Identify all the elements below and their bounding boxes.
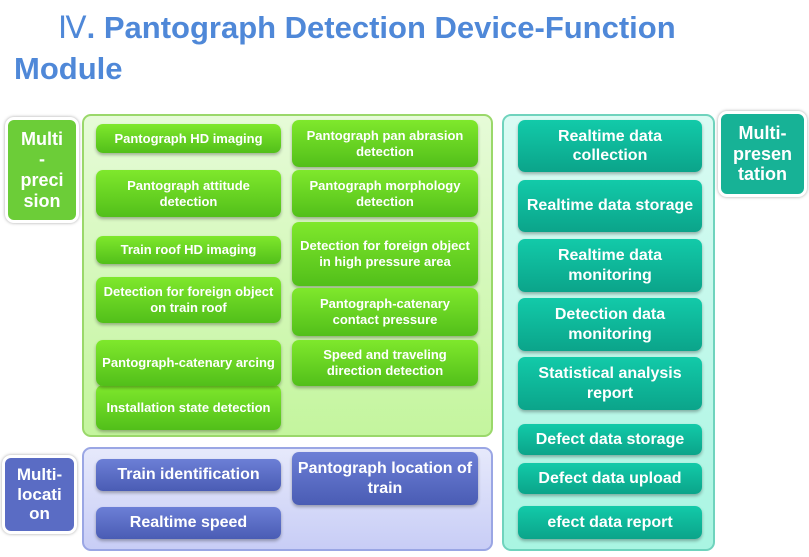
multi-precision-label: Multi - preci sion (5, 117, 79, 223)
title-line2: Module (14, 51, 123, 86)
function-box: Detection for foreign object on train ro… (96, 277, 281, 323)
function-box: Realtime data monitoring (518, 239, 702, 292)
function-box: Defect data upload (518, 463, 702, 494)
function-box: Speed and traveling direction detection (292, 340, 478, 386)
function-box: Detection for foreign object in high pre… (292, 222, 478, 286)
page-title: Ⅳ. Pantograph Detection Device-Function (58, 10, 676, 46)
function-box: Pantograph HD imaging (96, 124, 281, 153)
title-line1: . Pantograph Detection Device-Function (86, 10, 676, 45)
title-numeral: Ⅳ (58, 10, 87, 45)
function-box: Realtime data collection (518, 120, 702, 172)
function-box: Realtime data storage (518, 180, 702, 232)
function-box: Pantograph-catenary arcing (96, 340, 281, 386)
function-box: Pantograph location of train (292, 452, 478, 505)
multi-location-label: Multi- locati on (2, 455, 77, 534)
function-box: Statistical analysis report (518, 357, 702, 410)
function-box: Installation state detection (96, 385, 281, 430)
multi-presentation-label: Multi- presen tation (718, 111, 807, 197)
function-box: Train identification (96, 459, 281, 491)
function-box: Train roof HD imaging (96, 236, 281, 264)
function-box: efect data report (518, 506, 702, 539)
function-box: Pantograph-catenary contact pressure (292, 288, 478, 336)
function-box: Pantograph morphology detection (292, 170, 478, 217)
function-box: Realtime speed (96, 507, 281, 539)
function-box: Detection data monitoring (518, 298, 702, 351)
function-box: Pantograph pan abrasion detection (292, 120, 478, 167)
function-box: Pantograph attitude detection (96, 170, 281, 217)
function-box: Defect data storage (518, 424, 702, 455)
